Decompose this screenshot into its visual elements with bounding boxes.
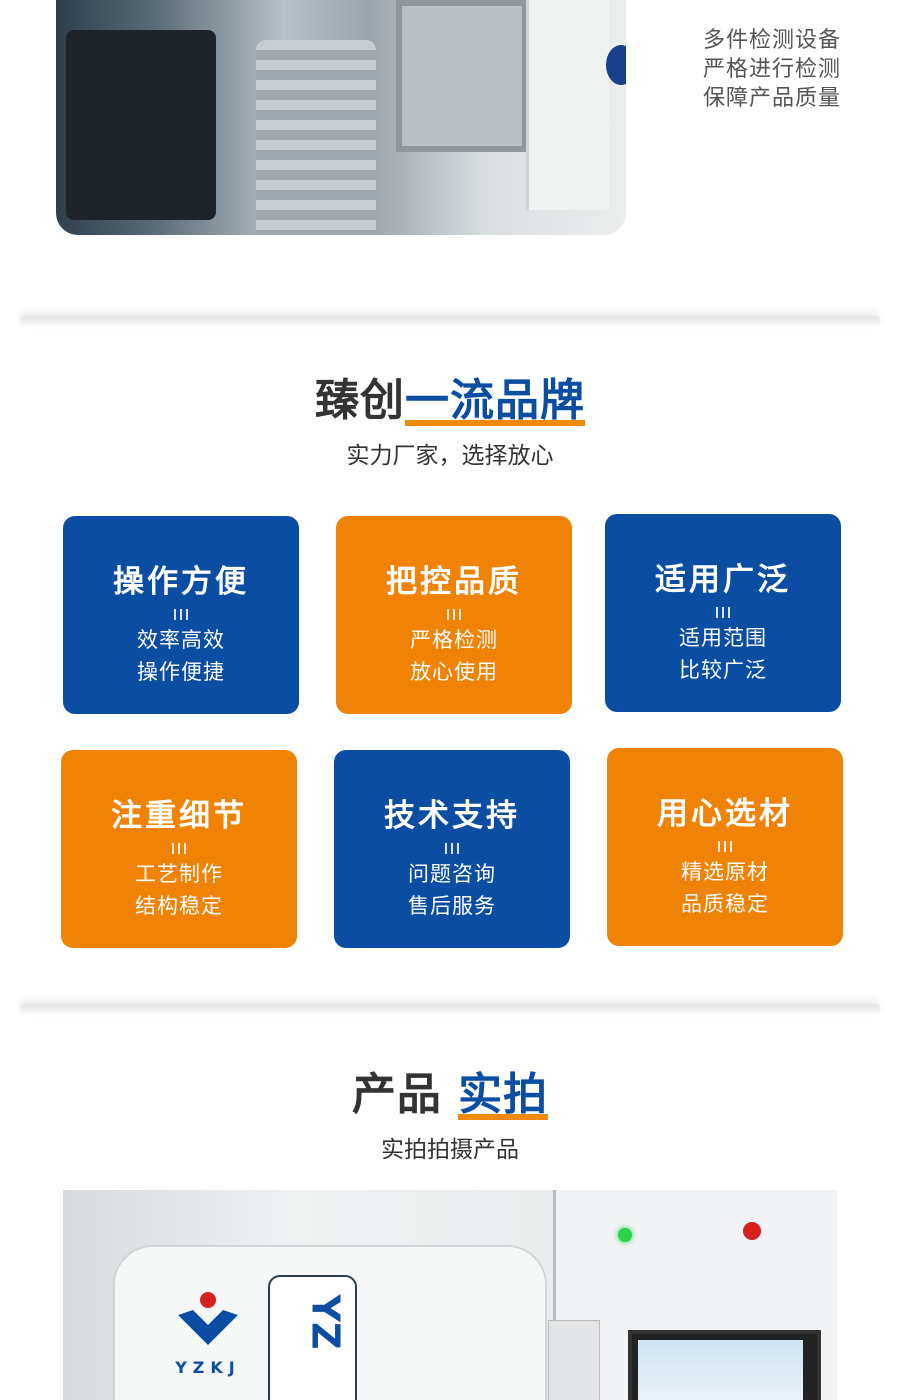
card-line: 工艺制作 [135, 862, 223, 886]
section-divider [20, 1004, 880, 1016]
product-photo: YZKJ YZ [63, 1190, 837, 1400]
viewport-window [606, 45, 626, 85]
equipment-photo-top [56, 0, 626, 235]
feature-card: 用心选材 精选原材 品质稳定 [607, 748, 843, 946]
feature-card: 注重细节 工艺制作 结构稳定 [61, 750, 297, 948]
title-prefix: 产品 [351, 1069, 442, 1120]
intro-line: 严格进行检测 [703, 57, 842, 82]
intro-line: 多件检测设备 [703, 28, 842, 53]
card-line: 严格检测 [410, 628, 498, 652]
brand-section-title: 臻创一流品牌 [0, 364, 900, 428]
card-line: 问题咨询 [408, 862, 496, 886]
card-line: 品质稳定 [681, 892, 769, 916]
card-line: 放心使用 [410, 660, 498, 684]
logo-text: YZKJ [175, 1358, 241, 1377]
card-line: 精选原材 [681, 860, 769, 884]
card-title: 把控品质 [386, 564, 522, 600]
section-divider [20, 316, 880, 328]
divider-icon [174, 609, 188, 620]
feature-card: 把控品质 严格检测 放心使用 [336, 516, 572, 714]
company-logo: YZKJ [163, 1290, 253, 1377]
power-indicator-icon [618, 1228, 632, 1242]
card-line: 适用范围 [679, 626, 767, 650]
divider-icon [718, 841, 732, 852]
brand-section-subtitle: 实力厂家，选择放心 [346, 443, 554, 469]
vacuum-pump [66, 30, 216, 220]
feature-card: 适用广泛 适用范围 比较广泛 [605, 514, 841, 712]
chamber-door [396, 0, 528, 152]
control-panel [526, 0, 609, 210]
card-line: 结构稳定 [135, 894, 223, 918]
stop-button-icon [743, 1222, 761, 1240]
card-title: 注重细节 [111, 798, 247, 834]
plate-text: YZ [303, 1294, 348, 1350]
divider-icon [716, 607, 730, 618]
divider-icon [445, 843, 459, 854]
divider-icon [172, 843, 186, 854]
card-title: 用心选材 [657, 796, 793, 832]
title-accent: 实拍 [458, 1058, 549, 1122]
intro-line: 保障产品质量 [703, 86, 842, 111]
divider-icon [447, 609, 461, 620]
product-section-subtitle: 实拍拍摄产品 [381, 1137, 519, 1163]
card-line: 比较广泛 [679, 658, 767, 682]
card-title: 技术支持 [384, 798, 520, 834]
card-line: 操作便捷 [137, 660, 225, 684]
chamber-drum [256, 40, 376, 235]
card-title: 操作方便 [113, 564, 249, 600]
brand-plate [268, 1275, 357, 1400]
feature-card: 操作方便 效率高效 操作便捷 [63, 516, 299, 714]
card-title: 适用广泛 [655, 562, 791, 598]
product-section-title: 产品 实拍 [0, 1058, 900, 1122]
title-accent: 一流品牌 [405, 364, 585, 428]
feature-card: 技术支持 问题咨询 售后服务 [334, 750, 570, 948]
title-prefix: 臻创 [315, 375, 405, 426]
screen-display [638, 1340, 803, 1400]
logo-mark-icon [178, 1292, 238, 1345]
card-line: 效率高效 [137, 628, 225, 652]
button-box [548, 1320, 600, 1400]
intro-text: 多件检测设备 严格进行检测 保障产品质量 [703, 26, 841, 113]
card-line: 售后服务 [408, 894, 496, 918]
